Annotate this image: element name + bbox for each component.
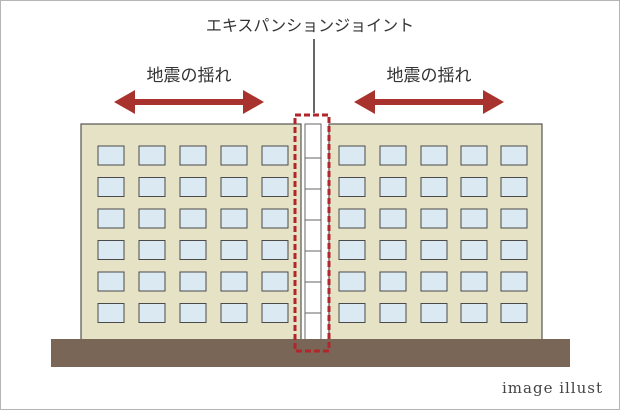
right-window (500, 177, 528, 197)
right-building-windows (338, 145, 528, 323)
joint-strip (304, 123, 322, 341)
left-window (220, 208, 248, 229)
left-window (261, 240, 289, 260)
left-window (179, 208, 207, 229)
left-window (261, 303, 289, 323)
left-window (220, 177, 248, 197)
right-window (420, 208, 448, 229)
right-window (500, 303, 528, 323)
left-window (179, 145, 207, 166)
ground (51, 339, 570, 367)
right-window (420, 303, 448, 323)
left-window (179, 271, 207, 292)
left-window (261, 145, 289, 166)
right-window (500, 240, 528, 260)
right-window (379, 271, 407, 292)
left-window (220, 145, 248, 166)
left-window (179, 177, 207, 197)
right-window (420, 240, 448, 260)
right-window (500, 145, 528, 166)
left-window (220, 303, 248, 323)
left-window (138, 271, 166, 292)
right-window (460, 303, 488, 323)
joint-label: エキスパンションジョイント (206, 16, 414, 35)
left-window (97, 240, 125, 260)
left-building-windows (97, 145, 289, 323)
right-window (379, 145, 407, 166)
left-window (220, 271, 248, 292)
right-window (460, 177, 488, 197)
left-window (261, 177, 289, 197)
left-window (179, 240, 207, 260)
image-caption: image illust (502, 379, 603, 397)
right-double-arrow-icon (354, 90, 504, 114)
left-window (138, 208, 166, 229)
right-window (379, 177, 407, 197)
left-window (220, 240, 248, 260)
left-window (179, 303, 207, 323)
left-window (261, 271, 289, 292)
right-window (500, 271, 528, 292)
right-window (338, 208, 366, 229)
left-window (97, 271, 125, 292)
left-window (97, 177, 125, 197)
right-window (338, 240, 366, 260)
right-window (338, 303, 366, 323)
left-window (138, 177, 166, 197)
right-window (460, 145, 488, 166)
right-window (338, 145, 366, 166)
right-window (379, 240, 407, 260)
left-window (261, 208, 289, 229)
right-window (379, 208, 407, 229)
right-window (379, 303, 407, 323)
right-window (460, 271, 488, 292)
right-window (460, 240, 488, 260)
right-window (338, 271, 366, 292)
left-window (97, 303, 125, 323)
left-window (97, 208, 125, 229)
right-window (338, 177, 366, 197)
left-window (138, 303, 166, 323)
right-shaking-label: 地震の揺れ (387, 66, 472, 86)
right-window (420, 145, 448, 166)
left-window (138, 240, 166, 260)
right-window (420, 271, 448, 292)
left-shaking-label: 地震の揺れ (147, 66, 232, 86)
left-double-arrow-icon (114, 90, 264, 114)
right-window (460, 208, 488, 229)
left-window (97, 145, 125, 166)
right-window (500, 208, 528, 229)
right-window (420, 177, 448, 197)
left-window (138, 145, 166, 166)
